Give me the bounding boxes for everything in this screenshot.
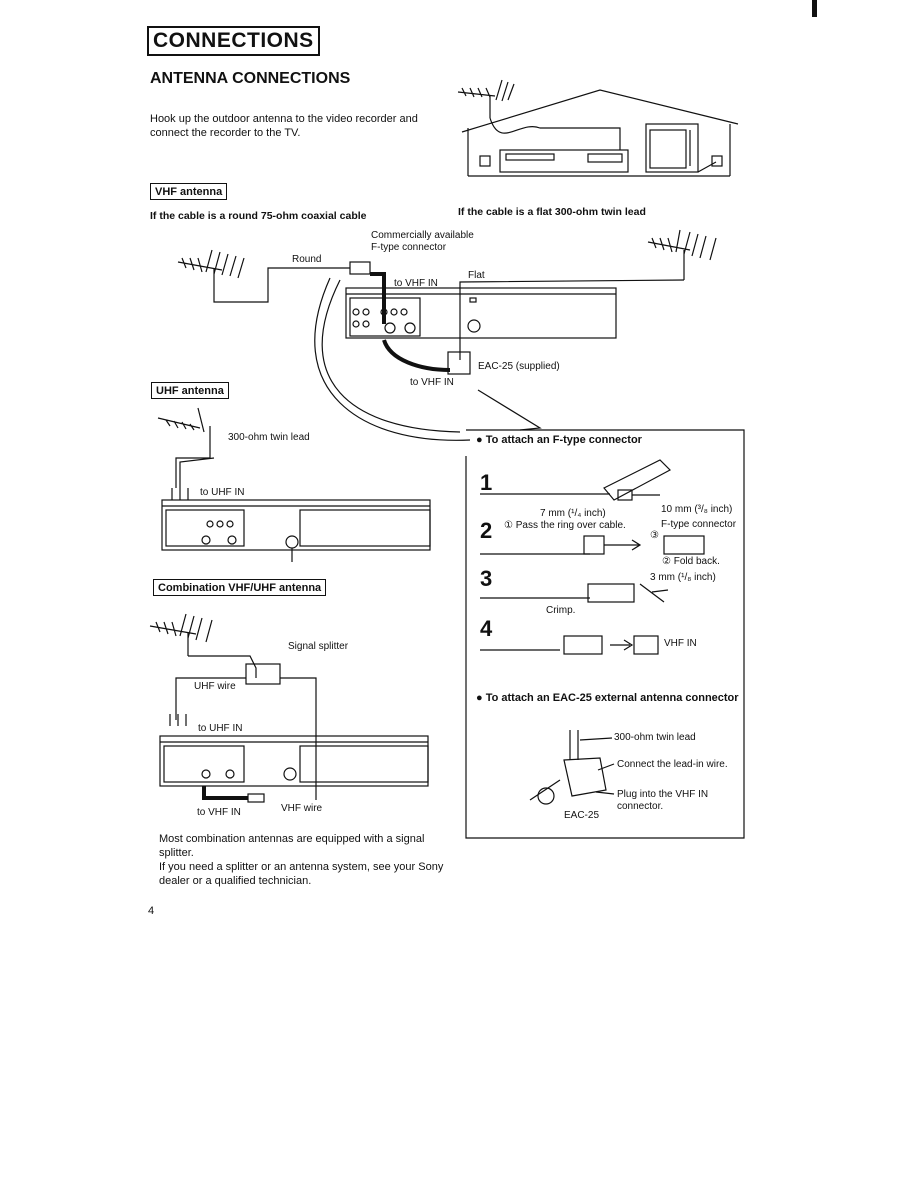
flat-label: Flat — [468, 270, 485, 281]
eac-box-title: ● To attach an EAC-25 external antenna c… — [476, 692, 739, 704]
page-edge-mark — [812, 0, 817, 17]
eac-plug-label-2: connector. — [617, 801, 664, 812]
ftype-box-title: ● To attach an F-type connector — [476, 434, 642, 446]
footnote-line-1: Most combination antennas are equipped w… — [159, 833, 425, 859]
round-label: Round — [292, 254, 322, 265]
uhf-antenna — [157, 407, 431, 562]
eac-connect-label: Connect the lead-in wire. — [617, 759, 728, 770]
eac-supplied-label: EAC-25 (supplied) — [478, 361, 560, 372]
flat-cable-heading: If the cable is a flat 300-ohm twin lead — [458, 206, 646, 218]
house-illustration — [457, 79, 739, 177]
vcr-vhf-diagram — [314, 272, 617, 441]
vhf-wire-label: VHF wire — [281, 803, 323, 814]
signal-splitter-label: Signal splitter — [288, 641, 349, 652]
to-vhf-in-label-2: to VHF IN — [410, 377, 454, 388]
step-2-pass-ring: ① Pass the ring over cable. — [504, 520, 626, 531]
eac-twin-lead-label: 300-ohm twin lead — [614, 732, 696, 743]
eac-name-label: EAC-25 — [564, 810, 600, 821]
page-title: CONNECTIONS — [147, 26, 320, 56]
ftype-connector-label: F-type connector — [371, 242, 447, 253]
step-1-dim-b: 10 mm (³/₈ inch) — [661, 504, 733, 515]
page-number: 4 — [148, 905, 155, 917]
combo-to-uhf-in-label: to UHF IN — [198, 723, 243, 734]
uhf-antenna-tag: UHF antenna — [151, 382, 229, 399]
eac-plug-label-1: Plug into the VHF IN — [617, 789, 709, 800]
step-2-marker-3: ③ — [650, 530, 659, 541]
ftype-instruction-box — [465, 429, 745, 839]
footnote: Most combination antennas are equipped w… — [159, 832, 459, 888]
step-3-crimp: Crimp. — [546, 605, 576, 616]
section-title: ANTENNA CONNECTIONS — [150, 70, 351, 87]
to-uhf-in-label: to UHF IN — [200, 487, 245, 498]
combo-antenna-tag: Combination VHF/UHF antenna — [153, 579, 327, 596]
step-1-number: 1 — [480, 470, 493, 495]
to-vhf-in-label: to VHF IN — [394, 278, 438, 289]
round-cable-heading: If the cable is a round 75-ohm coaxial c… — [150, 210, 367, 222]
vhf-antenna-tag: VHF antenna — [150, 183, 228, 200]
step-4-vhf-in: VHF IN — [664, 638, 697, 649]
step-1-dim-a: 7 mm (¹/₄ inch) — [540, 508, 606, 519]
footnote-line-2: If you need a splitter or an antenna sys… — [159, 861, 444, 887]
combo-antenna — [149, 613, 429, 803]
step-3-number: 3 — [480, 566, 493, 591]
intro-text: Hook up the outdoor antenna to the video… — [150, 113, 418, 139]
step-2-fold-back: ② Fold back. — [662, 556, 720, 567]
vhf-antenna-right — [459, 229, 717, 360]
commercially-available-label: Commercially available — [371, 230, 474, 241]
uhf-wire-label: UHF wire — [194, 681, 236, 692]
step-2-number: 2 — [480, 518, 493, 543]
step-4-number: 4 — [480, 616, 493, 641]
twin-lead-label: 300-ohm twin lead — [228, 432, 310, 443]
combo-to-vhf-in-label: to VHF IN — [197, 807, 241, 818]
vhf-antenna-left — [177, 249, 371, 303]
step-2-ftype: F-type connector — [661, 519, 737, 530]
step-3-dim: 3 mm (¹/₈ inch) — [650, 572, 716, 583]
